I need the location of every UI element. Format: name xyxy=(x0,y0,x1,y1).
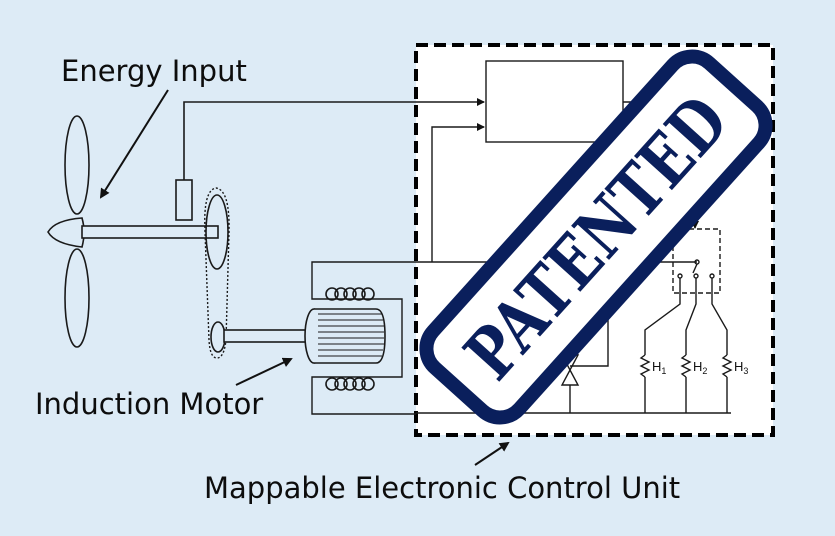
stator-coil-top xyxy=(325,287,375,301)
heater-label-1: H1 xyxy=(652,359,666,376)
turbine-blade-top xyxy=(64,115,90,215)
turbine-hub xyxy=(47,217,85,248)
energy-input-arrow xyxy=(99,89,169,199)
heater-resistor-2 xyxy=(680,354,692,378)
control-unit-label: Mappable Electronic Control Unit xyxy=(204,471,680,505)
control-unit-arrow xyxy=(474,441,510,466)
induction-motor-arrow xyxy=(235,357,293,386)
turbine-blade-bottom xyxy=(64,248,90,348)
heater-label-2: H2 xyxy=(693,359,707,376)
heater-labels: H1 H2 H3 xyxy=(652,359,748,376)
induction-motor-icon xyxy=(223,261,416,415)
induction-motor-label: Induction Motor xyxy=(35,387,263,421)
heater-label-3: H3 xyxy=(734,359,748,376)
turbine-shaft xyxy=(81,225,219,239)
energy-input-label: Energy Input xyxy=(61,54,247,88)
stator-coil-bottom xyxy=(325,377,375,391)
heater-resistor-1 xyxy=(639,354,651,378)
heater-resistor-3 xyxy=(721,354,733,378)
wind-turbine-icon xyxy=(47,115,219,348)
speed-sensor xyxy=(175,101,416,221)
